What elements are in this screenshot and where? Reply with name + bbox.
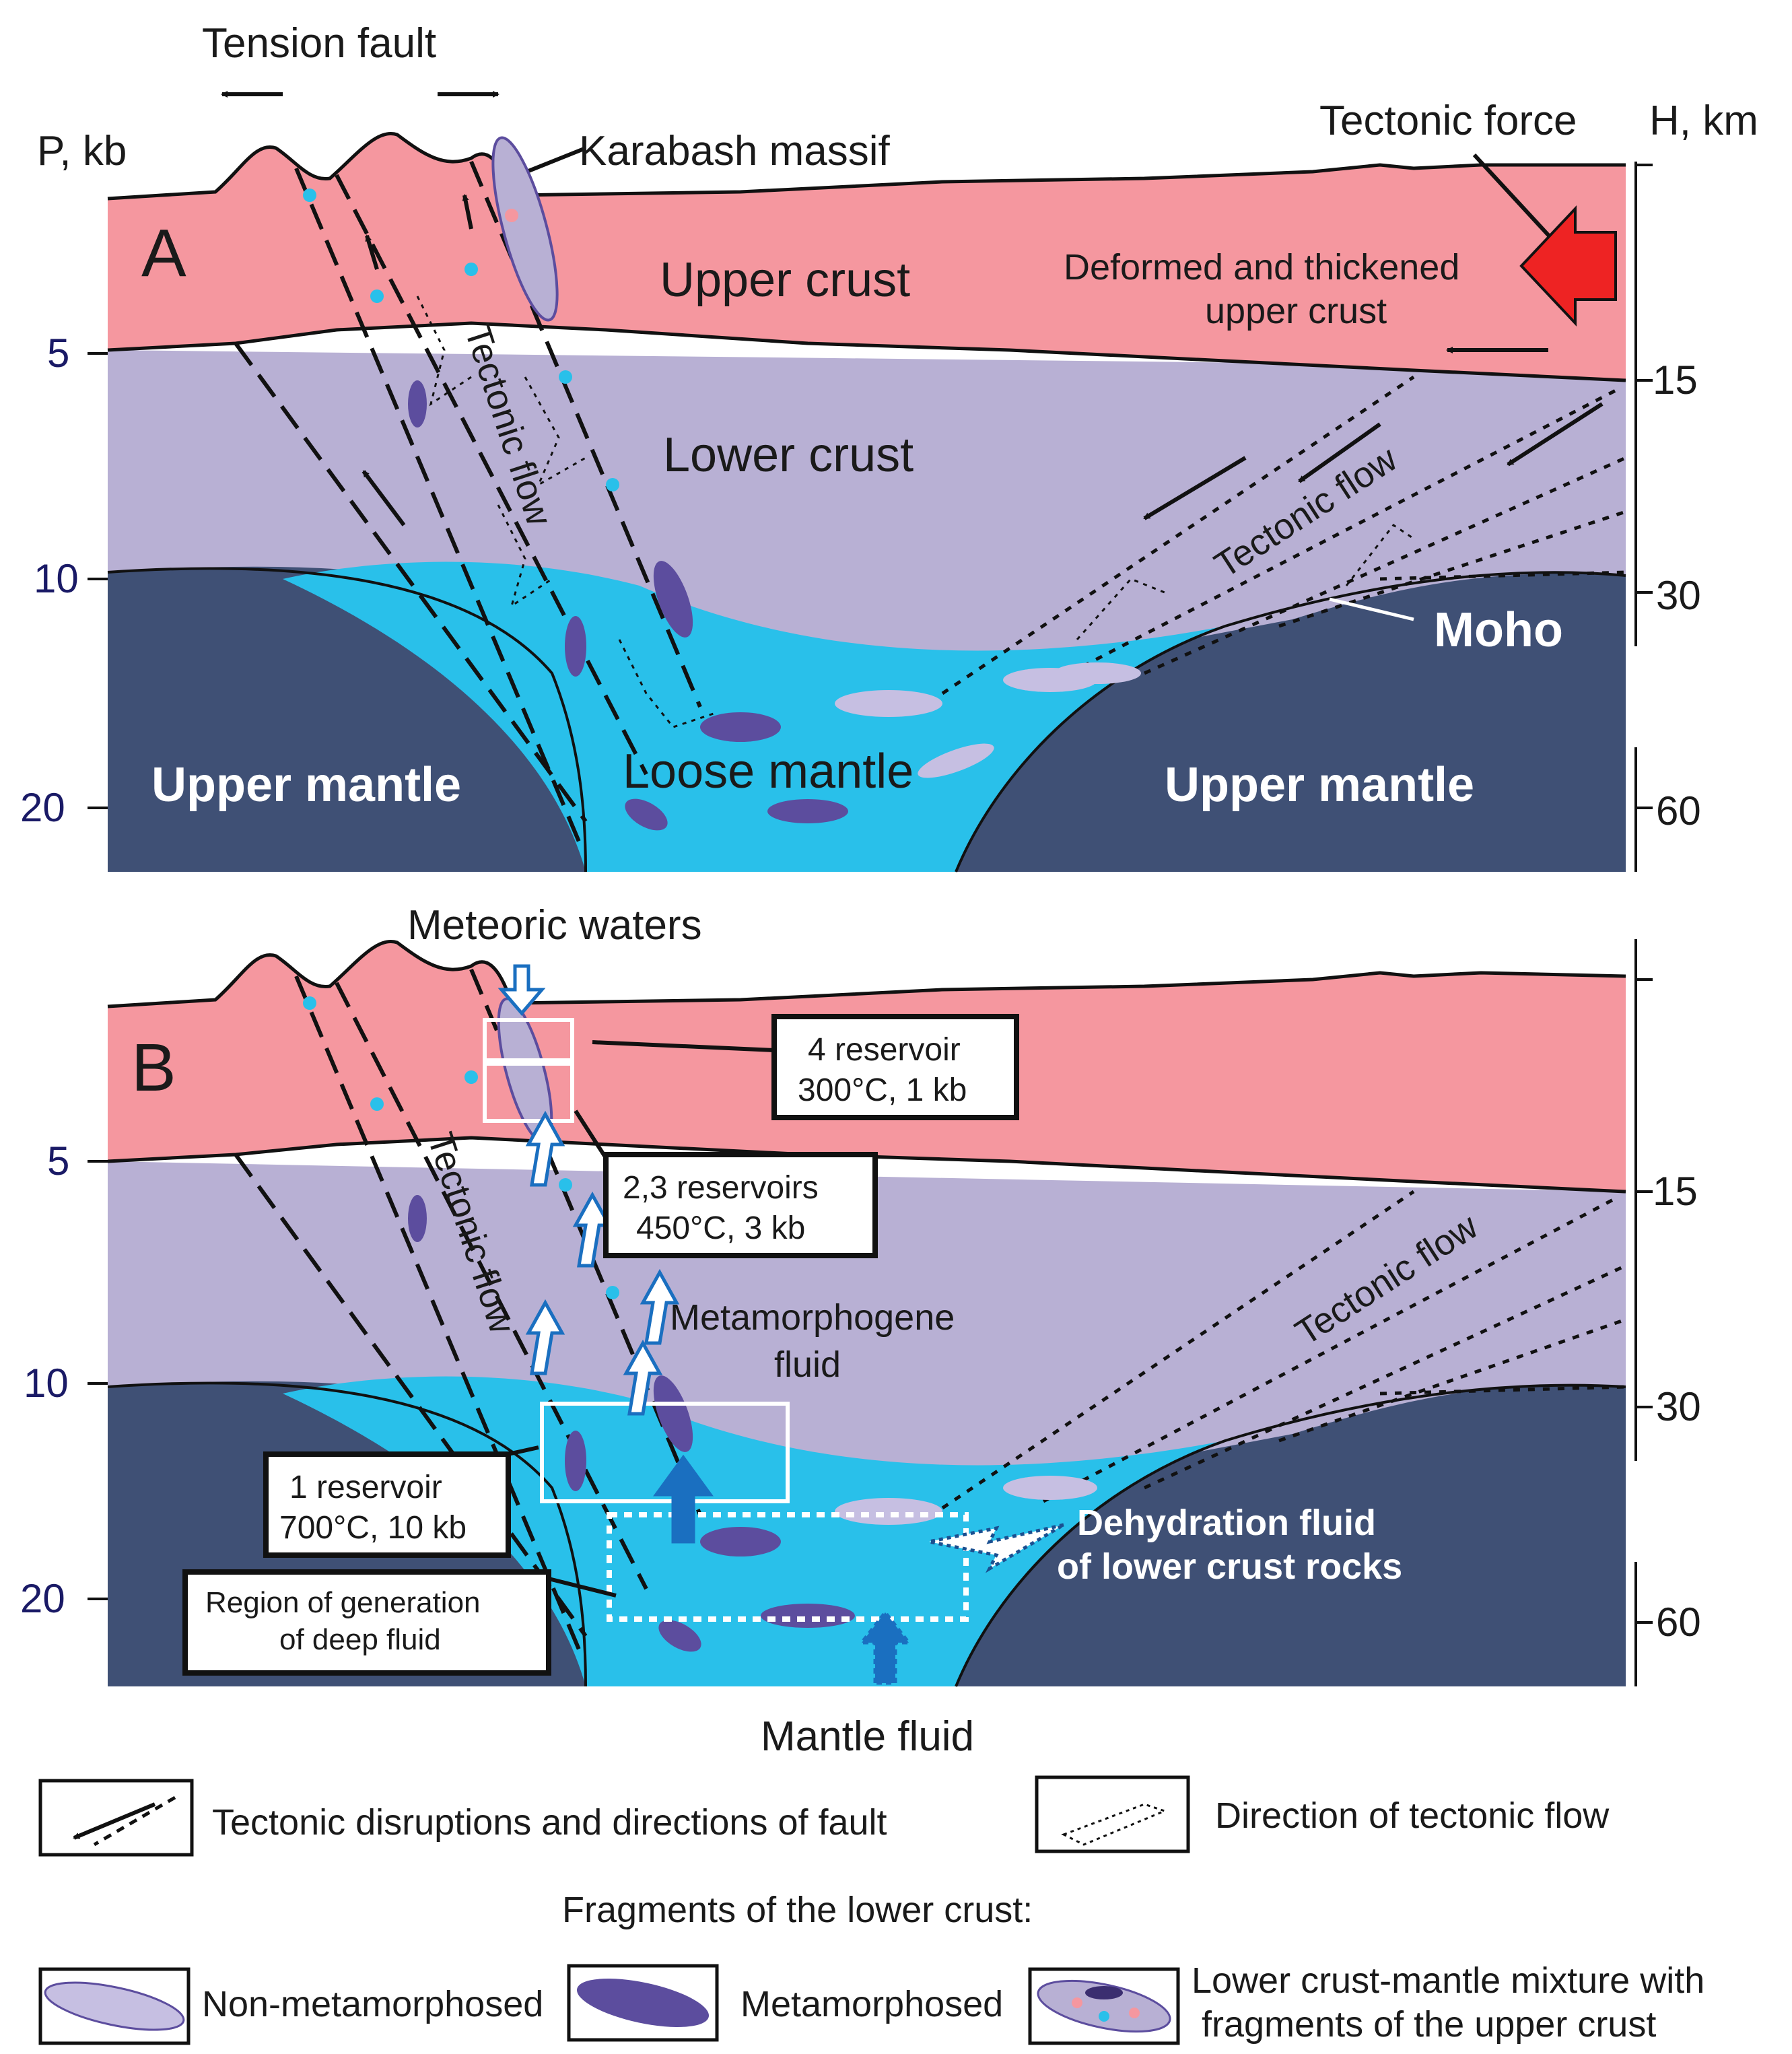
legend-flow-swatch <box>1035 1775 1190 1853</box>
pressure-axis: P, kb 5 10 20 5 10 20 <box>20 128 127 1621</box>
depth-tick-15-a: 15 <box>1653 357 1698 403</box>
deformed-label-line2: upper crust <box>1205 291 1387 331</box>
metamorphogene-line1: Metamorphogene <box>670 1297 955 1338</box>
panel-a-tectonic-flow-marks <box>416 296 1414 728</box>
legend-flow-label: Direction of tectonic flow <box>1215 1795 1610 1836</box>
mantle-fluid-label: Mantle fluid <box>761 1713 974 1760</box>
pressure-tick-20-a: 20 <box>20 785 65 830</box>
pressure-tick-10-a: 10 <box>34 556 79 601</box>
upper-mantle-left-label: Upper mantle <box>151 758 461 812</box>
legend-fragments-title: Fragments of the lower crust: <box>562 1890 1033 1930</box>
panel-b-lower-crust <box>108 1161 1626 1491</box>
depth-tick-30-b: 30 <box>1656 1384 1701 1429</box>
panel-b-surface-line <box>107 940 1626 1008</box>
legend-meta-label: Metamorphosed <box>740 1984 1003 2024</box>
panel-b-mantle-boundary-right <box>955 1383 1626 1687</box>
deformed-label-line1: Deformed and thickened <box>1064 247 1459 287</box>
panel-a-upper-crust <box>108 133 1626 380</box>
panel-a-tectonic-force-arrow <box>1519 205 1617 327</box>
upper-mantle-right-label: Upper mantle <box>1165 758 1474 812</box>
moho-label: Moho <box>1434 603 1563 657</box>
pressure-tick-20-b: 20 <box>20 1576 65 1621</box>
reservoirs-23-line2: 450°C, 3 kb <box>636 1210 805 1246</box>
lower-crust-label: Lower crust <box>663 428 914 482</box>
depth-tick-60-b: 60 <box>1656 1600 1701 1645</box>
legend-mixture-line2: fragments of the upper crust <box>1202 2004 1656 2045</box>
loose-mantle-label: Loose mantle <box>623 745 914 798</box>
legend: Tectonic disruptions and directions of f… <box>38 1775 1704 2045</box>
panel-a-mantle-boundary-left <box>107 567 587 872</box>
tension-fault-label: Tension fault <box>202 20 436 67</box>
metamorphogene-line2: fluid <box>774 1344 841 1385</box>
reservoirs-23-callout: 2,3 reservoirs 450°C, 3 kb <box>574 1109 878 1258</box>
upper-crust-label: Upper crust <box>660 253 910 307</box>
legend-non-meta-label: Non-metamorphosed <box>202 1984 543 2024</box>
panel-a-mantle-boundary-right <box>955 571 1626 872</box>
meteoric-waters-label: Meteoric waters <box>407 902 702 949</box>
panel-a-fragments <box>303 136 1141 831</box>
panel-b-fragments <box>303 996 1097 1652</box>
panel-b: 4 reservoir 300°C, 1 kb 2,3 reservoirs 4… <box>107 902 1627 1760</box>
deep-fluid-region-box <box>607 1512 969 1622</box>
legend-mixture-line1: Lower crust-mantle mixture with <box>1192 1960 1704 2001</box>
dehydration-line2: of lower crust rocks <box>1057 1546 1402 1587</box>
panel-b-letter: B <box>131 1030 176 1105</box>
reservoir-4-callout: 4 reservoir 300°C, 1 kb <box>592 1014 1019 1120</box>
panel-b-flow-lines <box>941 1190 1627 1510</box>
moho-pointer <box>1329 597 1414 621</box>
legend-fault-label: Tectonic disruptions and directions of f… <box>212 1802 887 1843</box>
pressure-tick-5-a: 5 <box>47 331 69 376</box>
tectonic-force-label: Tectonic force <box>1319 98 1577 144</box>
deep-fluid-region-callout: Region of generation of deep fluid <box>182 1569 617 1676</box>
reservoir-1-line2: 700°C, 10 kb <box>279 1510 467 1546</box>
dehydration-line1: Dehydration fluid <box>1077 1503 1376 1543</box>
panel-a-lower-crust <box>108 350 1626 676</box>
depth-axis: H, km 15 30 60 15 30 60 <box>1634 98 1758 1686</box>
depth-tick-30-a: 30 <box>1656 573 1701 618</box>
pressure-axis-title: P, kb <box>37 128 127 174</box>
depth-tick-15-b: 15 <box>1653 1169 1698 1214</box>
pressure-tick-10-b: 10 <box>24 1361 69 1406</box>
reservoirs-23-line1: 2,3 reservoirs <box>623 1170 819 1206</box>
pressure-tick-5-b: 5 <box>47 1138 69 1184</box>
panel-a-letter: A <box>141 215 186 291</box>
panel-a-flow-lines <box>941 375 1627 695</box>
reservoir-4-line1: 4 reservoir <box>808 1032 961 1068</box>
panel-b-crust-boundary <box>107 1136 1626 1194</box>
region-line1: Region of generation <box>205 1586 481 1619</box>
panel-a: A Tension fault Karabash massif Tectonic… <box>107 20 1627 872</box>
karabash-massif-label: Karabash massif <box>579 128 891 174</box>
panel-a-fault-arrows <box>221 91 1604 526</box>
region-line2: of deep fluid <box>279 1623 441 1656</box>
reservoir-4-line2: 300°C, 1 kb <box>798 1072 967 1108</box>
panel-b-fluid-arrows <box>497 964 1065 1685</box>
panel-a-crust-boundary <box>107 321 1626 382</box>
panel-b-reservoir-boxes <box>483 1018 790 1503</box>
depth-axis-title: H, km <box>1649 98 1758 144</box>
reservoir-1-line1: 1 reservoir <box>289 1470 442 1505</box>
depth-tick-60-a: 60 <box>1656 788 1701 833</box>
panel-b-mantle-boundary-left <box>107 1381 587 1687</box>
reservoir-1-callout: 1 reservoir 700°C, 10 kb <box>263 1445 539 1558</box>
legend-fault-swatch <box>38 1779 194 1857</box>
